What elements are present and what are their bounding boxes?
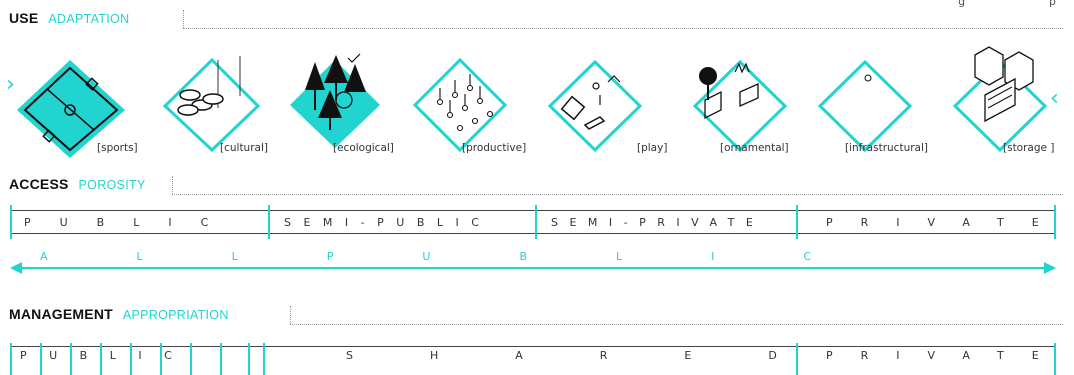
- mgmt-tick-7: [220, 343, 222, 375]
- access-divider: [172, 194, 1063, 195]
- mgmt-shared-label: SHARED: [346, 349, 854, 362]
- management-divider: [290, 324, 1063, 325]
- management-divider-v: [290, 306, 291, 324]
- segment-semi-public: SEMI-PUBLIC: [270, 211, 535, 233]
- mgmt-tick-9: [263, 343, 265, 375]
- caption-ecological: [ecological]: [333, 142, 394, 154]
- caption-storage: [storage ]: [1003, 142, 1055, 154]
- segment-semi-private-label: SEMI-PRIVATE: [551, 215, 765, 229]
- mgmt-tick-6: [190, 343, 192, 375]
- all-public-range: ALLPUBLIC: [10, 250, 1056, 274]
- storage-icon[interactable]: [952, 46, 1048, 153]
- caption-ornamental: [ornamental]: [720, 142, 789, 154]
- cultural-icon[interactable]: [162, 0, 261, 153]
- all-public-text: ALLPUBLIC: [40, 250, 901, 263]
- mgmt-tick-4: [130, 343, 132, 375]
- segment-public-label: PUBLIC: [24, 215, 238, 229]
- access-title: ACCESS: [9, 176, 69, 192]
- nav-right-arrow[interactable]: ‹: [1050, 86, 1059, 111]
- productive-icon[interactable]: [412, 57, 508, 153]
- mgmt-tick-2: [70, 343, 72, 375]
- segment-public: PUBLIC: [10, 211, 268, 233]
- caption-productive: [productive]: [462, 142, 527, 154]
- use-icons: [17, 0, 1048, 158]
- use-divider-v: [183, 10, 184, 28]
- mgmt-tick-3: [100, 343, 102, 375]
- play-icon[interactable]: [547, 59, 643, 153]
- access-tick-4: [1054, 205, 1056, 239]
- use-divider: [183, 28, 1063, 29]
- caption-cultural: [cultural]: [220, 142, 268, 154]
- access-bar: PUBLIC SEMI-PUBLIC SEMI-PRIVATE PRIVATE: [10, 205, 1056, 239]
- management-header: MANAGEMENT APPROPRIATION: [9, 306, 229, 324]
- segment-semi-private: SEMI-PRIVATE: [537, 211, 796, 233]
- nav-left-arrow[interactable]: ›: [6, 72, 15, 97]
- segment-private: PRIVATE: [798, 211, 1054, 233]
- caption-sports: [sports]: [97, 142, 138, 154]
- access-tick-0: [10, 205, 12, 239]
- ecological-icon[interactable]: [290, 53, 380, 148]
- management-bar: PUBLIC SHARED PRIVATE: [10, 343, 1056, 375]
- use-subtitle: ADAPTATION: [48, 12, 130, 26]
- management-title: MANAGEMENT: [9, 306, 113, 322]
- access-subtitle: POROSITY: [78, 178, 146, 192]
- management-subtitle: APPROPRIATION: [122, 308, 229, 322]
- mgmt-tick-10: [796, 343, 798, 375]
- mgmt-public-label: PUBLIC: [20, 349, 195, 362]
- infrastructural-icon[interactable]: [817, 0, 913, 153]
- all-public-label: ALLPUBLIC: [40, 250, 1026, 263]
- access-tick-1: [268, 205, 270, 239]
- caption-infrastructural: [infrastructural]: [845, 142, 928, 154]
- access-tick-2: [535, 205, 537, 239]
- sports-icon[interactable]: [17, 60, 125, 158]
- segment-semi-public-label: SEMI-PUBLIC: [284, 215, 492, 229]
- mgmt-tick-8: [248, 343, 250, 375]
- use-title: USE: [9, 10, 39, 26]
- use-header: USE ADAPTATION: [9, 10, 129, 28]
- access-divider-v: [172, 176, 173, 194]
- ornamental-icon[interactable]: [692, 59, 788, 153]
- mgmt-tick-11: [1054, 343, 1056, 375]
- mgmt-tick-0: [10, 343, 12, 375]
- header-fragment: g p: [958, 0, 1056, 8]
- segment-private-label: PRIVATE: [826, 215, 1067, 229]
- caption-play: [play]: [637, 142, 668, 154]
- mgmt-private-label: PRIVATE: [826, 349, 1067, 362]
- double-arrow: [10, 262, 1056, 274]
- access-header: ACCESS POROSITY: [9, 176, 146, 194]
- access-tick-3: [796, 205, 798, 239]
- mgmt-tick-5: [160, 343, 162, 375]
- mgmt-tick-1: [40, 343, 42, 375]
